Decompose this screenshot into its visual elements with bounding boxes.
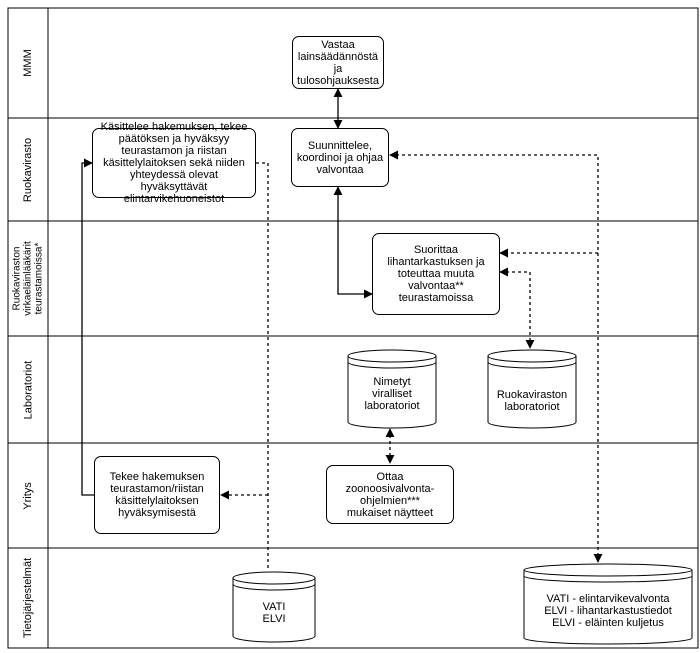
db-cylinder-systems-band [523,575,693,583]
lane-label-labs: Laboratoriot [22,360,34,419]
vet-inspection-box: Suorittaa lihantarkastuksen ja toteuttaa… [372,233,500,315]
dashed-connectors [220,150,603,570]
lane-label-vet: Ruokaviraston virkaeläinlääkärit teurast… [11,241,45,316]
lane-label-mmm: MMM [22,49,34,77]
db-cylinder-named-labs-top [347,349,437,363]
db-cylinder-systems [523,570,693,645]
db-cylinder-vati-top [232,571,316,585]
ruoka-approval-box: Käsittelee hakemuksen, tekee päätöksen j… [92,121,256,205]
db-cylinder-systems-top [523,563,693,577]
connector-ruoka-vet [333,186,373,299]
db-named-labs-label: Nimetyt viralliset laboratoriot [364,376,420,412]
db-ruoka-labs-label: Ruokaviraston laboratoriot [496,389,568,413]
company-application-box: Tekee hakemuksen teurastamon/riistan käs… [94,456,220,534]
connector-ruoka-to-company-and-vati [256,162,269,570]
db-vati-label: VATI ELVI [262,601,286,625]
lanes-frame [7,7,699,649]
lane-label-ruokavirasto: Ruokavirasto [22,137,35,202]
db-cylinder-ruoka-labs-top [487,349,577,363]
solid-connectors [81,88,373,496]
db-cylinder-vati-band [232,583,316,591]
lane-label-company: Yritys [22,481,34,510]
connector-vet-ruoka-labs [499,267,535,349]
db-systems-label: VATI - elintarvikevalvonta ELVI - lihant… [544,593,672,629]
db-cylinder-vati [232,578,316,643]
company-samples-box: Ottaa zoonoosivalvonta- ohjelmien*** muk… [326,465,454,524]
ruoka-coordination-box: Suunnittelee, koordinoi ja ohjaa valvont… [291,128,389,187]
connector-company-ruoka [81,158,94,496]
mmm-responsibility-box: Vastaa lainsäädännöstä ja tulosohjaukses… [292,36,384,89]
lane-label-systems: Tietojärjestelmät [22,557,35,639]
